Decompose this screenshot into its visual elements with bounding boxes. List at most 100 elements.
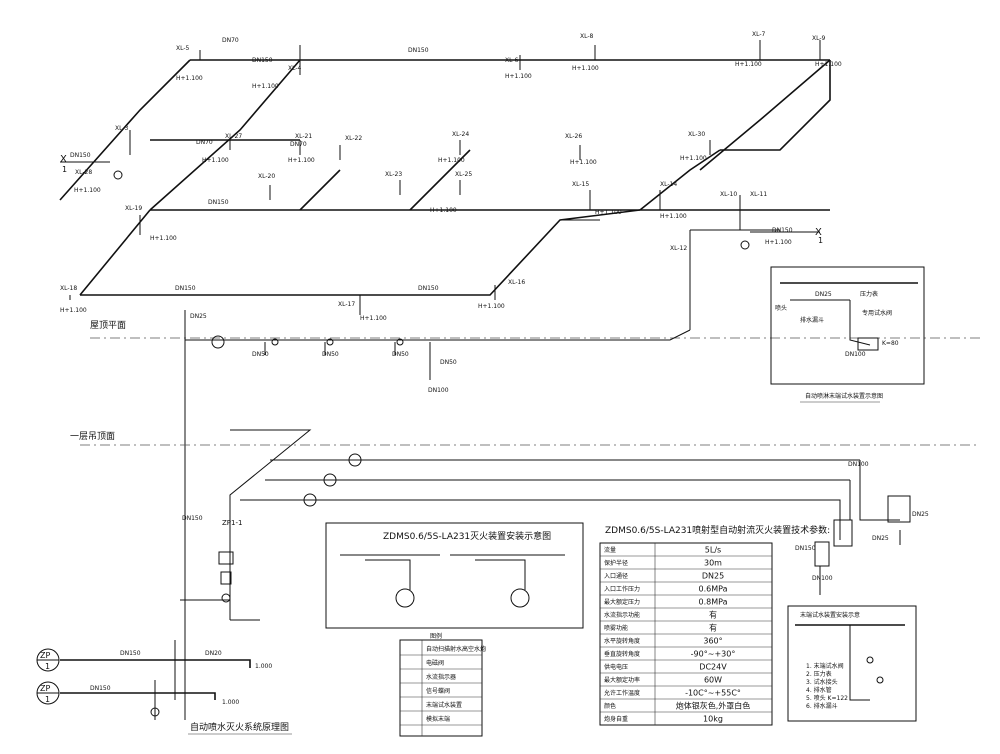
level1-label: 一层吊顶面 xyxy=(70,431,115,442)
diagram-title: ZDMS0.6/5S-LA231灭火装置安装示意图 xyxy=(383,530,551,542)
pipe-size-label: DN150 xyxy=(175,285,196,292)
riser-label: XL-27 xyxy=(225,133,242,140)
param-key: 最大额定压力 xyxy=(604,598,640,606)
detail-item: 3. 试水接头 xyxy=(806,678,838,686)
riser-label: XL-28 xyxy=(75,169,92,176)
riser-elev: H+1.100 xyxy=(252,83,279,90)
param-key: 入口通径 xyxy=(604,572,628,580)
riser-elev: H+1.100 xyxy=(815,61,842,68)
param-key: 喷雾功能 xyxy=(604,624,628,632)
section-marker-number: 1 xyxy=(62,165,67,174)
param-key: 垂直旋转角度 xyxy=(604,650,640,658)
pipe-size-label: DN70 xyxy=(196,139,213,146)
detail-test-assembly: 末端试水装置安装示意 1. 末端试水阀 2. 压力表 3. 试水接头 4. 排水… xyxy=(787,605,917,722)
elevation-label: 1.000 xyxy=(255,663,272,670)
param-value: -10C°~+55C° xyxy=(685,688,741,697)
pipe-size-label: DN150 xyxy=(90,685,111,692)
legend-item: 电磁阀 xyxy=(426,659,444,667)
riser-elev: H+1.100 xyxy=(176,75,203,82)
riser-label: XL-21 xyxy=(295,133,312,140)
riser-elev: H+1.100 xyxy=(478,303,505,310)
riser-elev: H+1.100 xyxy=(505,73,532,80)
param-key: 炮身自重 xyxy=(604,715,628,723)
pipe-size-label: DN150 xyxy=(70,152,91,159)
riser-label: XL-5 xyxy=(176,45,190,52)
param-key: 供电电压 xyxy=(604,663,628,671)
param-key: 水平旋转角度 xyxy=(604,637,640,645)
riser-label: XL-4 xyxy=(288,65,302,72)
riser-label: XL-30 xyxy=(688,131,705,138)
riser-id: ZP1-1 xyxy=(222,519,242,527)
param-value: -90°~+30° xyxy=(691,649,736,658)
riser-label: XL-12 xyxy=(670,245,687,252)
detail-item: 4. 排水管 xyxy=(806,686,832,694)
legend-item: 末端试水装置 xyxy=(426,701,462,709)
riser-elev: H+1.100 xyxy=(572,65,599,72)
riser-label: XL-26 xyxy=(565,133,582,140)
pipe-size-label: DN25 xyxy=(872,535,889,542)
pipe-size-label: DN150 xyxy=(772,227,793,234)
table-title: ZDMS0.6/5S-LA231喷射型自动射流灭火装置技术参数: xyxy=(605,524,830,536)
riser-label: XL-24 xyxy=(452,131,469,138)
param-value: 30m xyxy=(704,558,722,567)
legend-item: 信号蝶阀 xyxy=(426,687,450,695)
riser-label: XL-10 xyxy=(720,191,737,198)
riser-elev: H+1.100 xyxy=(570,159,597,166)
riser-label: XL-18 xyxy=(60,285,77,292)
riser-elev: H+1.100 xyxy=(680,155,707,162)
elevation-label: 1.000 xyxy=(222,699,239,706)
param-key: 水流指示功能 xyxy=(604,611,640,619)
riser-label: XL-20 xyxy=(258,173,275,180)
riser-elev: H+1.100 xyxy=(735,61,762,68)
section-marker-number: 1 xyxy=(818,236,823,245)
detail-title: 末端试水装置安装示意 xyxy=(800,611,860,619)
pipe-size-label: DN50 xyxy=(392,351,409,358)
detail-label: 排水漏斗 xyxy=(800,316,824,324)
drawing-title: 自动喷水灭火系统原理图 xyxy=(190,721,289,733)
section-marker: X xyxy=(815,227,822,238)
riser-elev: H+1.100 xyxy=(360,315,387,322)
inlet-section: ZP 1 ZP 1 DN150 DN150 DN20 1.000 1.000 自… xyxy=(36,640,292,735)
riser-elev: H+1.100 xyxy=(595,209,622,216)
param-value: DC24V xyxy=(699,662,727,671)
param-value: 5L/s xyxy=(705,545,721,554)
pipe-size-label: DN150 xyxy=(182,515,203,522)
detail-item: 6. 排水漏斗 xyxy=(806,702,838,710)
riser-elev: H+1.100 xyxy=(765,239,792,246)
riser-elev: H+1.100 xyxy=(430,207,457,214)
riser-label: XL-6 xyxy=(505,57,519,64)
riser-label: XL-8 xyxy=(580,33,594,40)
param-key: 流量 xyxy=(604,546,616,554)
detail-label: DN25 xyxy=(815,291,832,298)
pipe-size-label: DN20 xyxy=(205,650,222,657)
riser-label: XL-14 xyxy=(660,181,677,188)
roof-pipe-network xyxy=(59,40,831,330)
riser-label: XL-23 xyxy=(385,171,402,178)
roof-pipe-sizes: DN70 DN150 DN150 DN70 DN150 DN150 DN150 … xyxy=(60,37,823,292)
legend-header: 图例 xyxy=(430,632,442,640)
detail-label: 喷头 xyxy=(775,304,787,312)
pipe-size-label: DN70 xyxy=(290,141,307,148)
legend: 图例 自动扫描射水高空水炮 电磁阀 水流指示器 信号蝶阀 末端试水装置 模拟末端 xyxy=(399,632,486,737)
pipe-size-label: DN50 xyxy=(252,351,269,358)
pipe-size-label: DN150 xyxy=(208,199,229,206)
roof-plan-label: 屋顶平面 xyxy=(90,320,126,331)
detail-item: 5. 喷头 K=122 xyxy=(806,694,848,702)
param-key: 入口工作压力 xyxy=(604,585,640,593)
section-marker: X xyxy=(60,154,67,165)
detail-label: DN100 xyxy=(845,351,866,358)
detail-label: K=80 xyxy=(882,340,899,347)
legend-item: 水流指示器 xyxy=(426,673,456,681)
pipe-size-label: DN25 xyxy=(912,511,929,518)
riser-elev: H+1.100 xyxy=(660,213,687,220)
riser-label: XL-22 xyxy=(345,135,362,142)
riser-elev: H+1.100 xyxy=(150,235,177,242)
param-value: 10kg xyxy=(703,714,723,723)
pipe-size-label: DN100 xyxy=(812,575,833,582)
pipe-size-label: DN25 xyxy=(190,313,207,320)
param-key: 颜色 xyxy=(604,702,616,710)
riser-elev: H+1.100 xyxy=(202,157,229,164)
pipe-size-label: DN150 xyxy=(252,57,273,64)
